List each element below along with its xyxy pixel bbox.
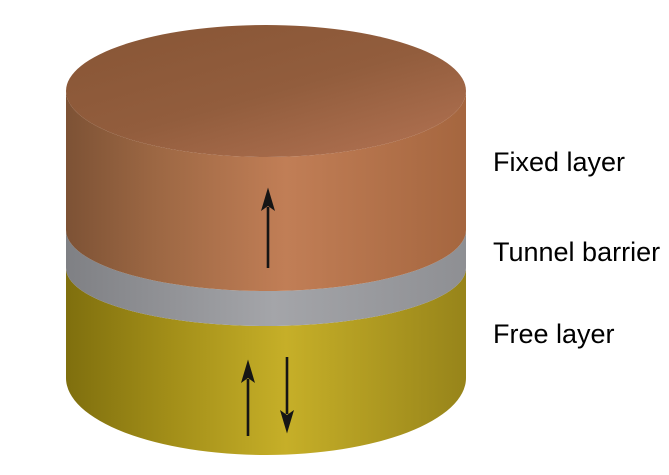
free-layer-down-arrow-icon [280, 357, 294, 434]
fixed-layer-side [66, 91, 466, 291]
labels: Fixed layer Tunnel barrier Free layer [493, 147, 660, 349]
free-layer-band [66, 268, 466, 455]
fixed-layer-label: Fixed layer [493, 147, 625, 177]
free-layer-label: Free layer [493, 319, 615, 349]
cylinder [66, 25, 466, 455]
tunnel-barrier-label: Tunnel barrier [493, 237, 660, 267]
fixed-layer-up-arrow-icon [261, 187, 275, 268]
magnetization-arrows [241, 187, 294, 436]
free-layer-up-arrow-icon [241, 359, 255, 436]
fixed-layer-top-face [66, 25, 466, 157]
tunnel-barrier-band [66, 230, 466, 326]
